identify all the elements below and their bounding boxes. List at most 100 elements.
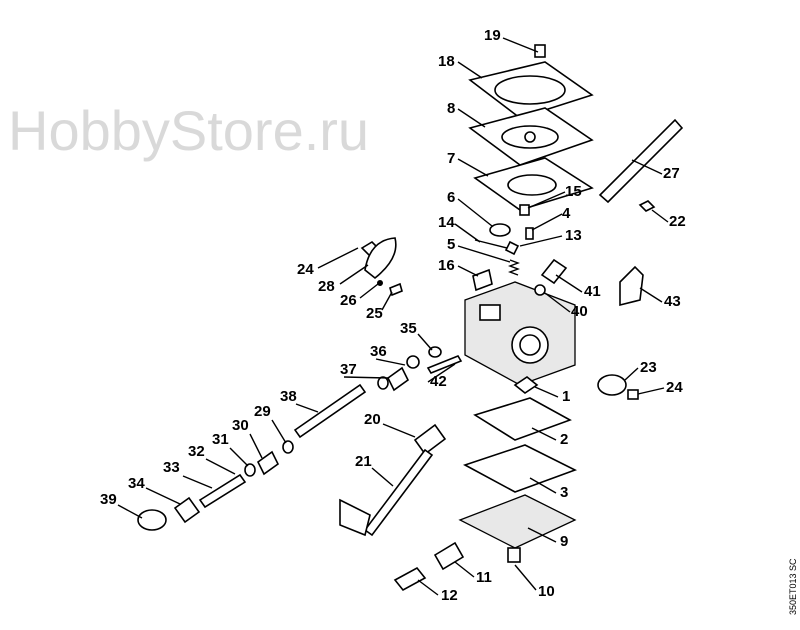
callout-9: 9 xyxy=(560,533,568,550)
callout-24: 24 xyxy=(666,379,683,396)
clip-22 xyxy=(638,200,656,212)
callout-41: 41 xyxy=(584,283,601,300)
spring-30 xyxy=(256,450,280,476)
callout-1: 1 xyxy=(562,388,570,405)
screw-24b xyxy=(627,389,639,400)
leader-line-27 xyxy=(631,159,663,175)
fitting-41 xyxy=(540,258,568,285)
callout-3: 3 xyxy=(560,484,568,501)
washer-29 xyxy=(282,440,294,454)
needle-38 xyxy=(293,383,367,439)
leader-line-39 xyxy=(117,504,143,519)
callout-2: 2 xyxy=(560,431,568,448)
leader-line-31 xyxy=(229,447,249,467)
leader-line-9 xyxy=(527,527,557,543)
callout-36: 36 xyxy=(370,343,387,360)
callout-12: 12 xyxy=(441,587,458,604)
callout-43: 43 xyxy=(664,293,681,310)
leader-line-42 xyxy=(427,363,456,383)
plate-28 xyxy=(364,237,397,280)
throttle-plate xyxy=(339,498,371,537)
leader-line-41 xyxy=(555,274,583,293)
washer-36 xyxy=(406,355,420,369)
callout-32: 32 xyxy=(188,443,205,460)
valve-16 xyxy=(472,268,493,292)
callout-27: 27 xyxy=(663,165,680,182)
leader-line-26 xyxy=(359,283,379,299)
callout-34: 34 xyxy=(128,475,145,492)
callout-13: 13 xyxy=(565,227,582,244)
callout-37: 37 xyxy=(340,361,357,378)
callout-29: 29 xyxy=(254,403,271,420)
elbow-43 xyxy=(619,265,644,307)
screw-15 xyxy=(519,204,530,216)
callout-15: 15 xyxy=(565,183,582,200)
callout-35: 35 xyxy=(400,320,417,337)
leader-line-34 xyxy=(145,487,181,505)
callout-20: 20 xyxy=(364,411,381,428)
callout-38: 38 xyxy=(280,388,297,405)
leader-line-2 xyxy=(531,427,557,441)
leader-line-18 xyxy=(457,61,483,79)
callout-39: 39 xyxy=(100,491,117,508)
plate-23 xyxy=(597,374,627,396)
callout-labels: 1918871564141351624282625414043272235422… xyxy=(100,27,686,604)
leader-line-10 xyxy=(514,564,537,591)
leader-line-36 xyxy=(375,358,406,366)
callout-4: 4 xyxy=(562,205,571,222)
leader-line-22 xyxy=(651,209,669,223)
leader-line-24 xyxy=(637,387,665,395)
gasket-2 xyxy=(473,397,572,441)
callout-21: 21 xyxy=(355,453,372,470)
callout-5: 5 xyxy=(447,236,455,253)
leader-line-12 xyxy=(417,579,439,596)
leader-line-35 xyxy=(417,333,433,351)
leader-line-43 xyxy=(639,287,663,303)
leader-line-24 xyxy=(317,247,359,269)
leader-line-37 xyxy=(343,376,389,379)
part-6 xyxy=(489,223,511,237)
leader-line-40 xyxy=(544,292,571,313)
diaphragm-3 xyxy=(462,444,578,493)
shaft-27 xyxy=(598,118,684,204)
callout-30: 30 xyxy=(232,417,249,434)
plug-34 xyxy=(173,496,201,524)
screw-10 xyxy=(507,547,521,563)
callout-14: 14 xyxy=(438,214,455,231)
washer-37b xyxy=(377,376,389,390)
body-boss xyxy=(479,304,501,321)
leader-line-33 xyxy=(182,475,213,489)
callout-31: 31 xyxy=(212,431,229,448)
callout-11: 11 xyxy=(476,569,492,586)
leader-line-4 xyxy=(531,213,563,231)
leader-line-32 xyxy=(205,458,236,475)
callout-28: 28 xyxy=(318,278,335,295)
leader-line-6 xyxy=(457,198,493,227)
leader-line-23 xyxy=(624,367,639,381)
gasket-opening xyxy=(507,174,557,196)
watermark: HobbyStore.ru xyxy=(8,99,369,162)
callout-23: 23 xyxy=(640,359,657,376)
pin-42 xyxy=(426,355,463,374)
leader-line-19 xyxy=(502,37,539,53)
spring-5 xyxy=(508,259,520,276)
ball-26 xyxy=(377,280,383,286)
leader-line-5 xyxy=(457,245,511,263)
callout-19: 19 xyxy=(484,27,501,44)
leader-line-1 xyxy=(534,386,559,398)
leader-line-3 xyxy=(529,477,557,494)
spring-20 xyxy=(413,423,447,456)
parts-drawing xyxy=(137,44,684,592)
callout-8: 8 xyxy=(447,100,455,117)
callout-40: 40 xyxy=(571,303,588,320)
washer-31 xyxy=(244,463,256,477)
leader-line-11 xyxy=(454,561,475,578)
leader-line-7 xyxy=(457,158,489,177)
callout-18: 18 xyxy=(438,53,455,70)
callout-26: 26 xyxy=(340,292,357,309)
callout-16: 16 xyxy=(438,257,455,274)
spring-37 xyxy=(386,366,410,392)
venturi-inner xyxy=(519,334,541,356)
